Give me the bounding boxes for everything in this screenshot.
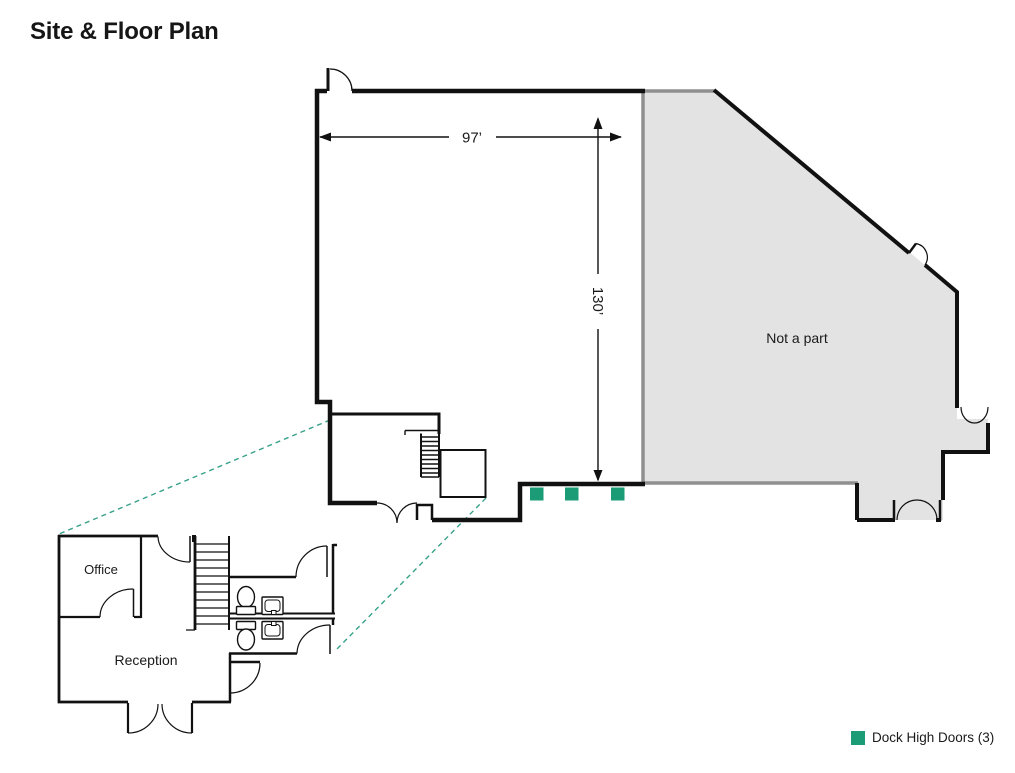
legend-label: Dock High Doors (3) (872, 730, 995, 745)
dock-door-marker (611, 487, 625, 501)
callout-line-upper (58, 419, 331, 535)
inset-staircase (186, 535, 230, 631)
dimension-width: 97’ (319, 130, 622, 147)
arrowhead-down (593, 470, 603, 482)
detail-floor-plan: Office Reception (57, 534, 337, 734)
bottom-double-door-arc (896, 499, 938, 521)
main-double-door-arcs (376, 502, 418, 524)
main-staircase (404, 429, 440, 478)
dock-door-marker (565, 487, 579, 501)
sink-basin (264, 599, 281, 612)
restroom-fixtures (235, 585, 284, 651)
office-partition-walls (330, 412, 441, 434)
dock-door-markers (530, 487, 625, 501)
dimension-height: 130’ (589, 117, 606, 482)
toilet-tank (235, 605, 257, 616)
corridor-door-arc (229, 662, 261, 694)
toilet-icon (236, 585, 256, 609)
storage-room (439, 449, 487, 498)
arrowhead-left (319, 132, 331, 142)
main-floor-plan (314, 68, 645, 524)
not-a-part-fill (643, 91, 988, 520)
toilet-icon (236, 628, 256, 651)
wall-stub (415, 503, 434, 520)
restrooms (228, 543, 337, 702)
reception-double-doors (126, 703, 194, 734)
reception-label: Reception (114, 652, 177, 668)
not-a-part-exterior-walls (712, 88, 990, 522)
dock-doors-legend-swatch (851, 730, 865, 745)
legend: Dock High Doors (3) (851, 730, 994, 745)
office-label: Office (84, 562, 118, 577)
callout-lines (58, 419, 487, 652)
not-a-part-region: Not a part (641, 88, 990, 522)
office-door-arc (99, 588, 134, 618)
sink-basin (264, 624, 281, 637)
top-entry-door-arc (329, 68, 353, 92)
side-double-door-arc (960, 406, 989, 424)
sink-faucet (271, 621, 277, 626)
office-room (59, 536, 143, 619)
not-a-part-label: Not a part (766, 330, 828, 346)
dock-door-marker (530, 487, 544, 501)
hall-top-door (157, 536, 191, 563)
page-title: Site & Floor Plan (30, 18, 219, 45)
arrowhead-right (610, 132, 622, 142)
main-exterior-walls (314, 88, 645, 523)
dimension-height-label: 130’ (589, 287, 606, 315)
restroom-upper-door-arc (295, 545, 328, 578)
sink-faucet (271, 610, 277, 615)
restroom-lower-door-arc (296, 624, 331, 654)
arrowhead-up (593, 117, 603, 129)
dimension-width-label: 97’ (462, 130, 482, 147)
legend-swatch (851, 730, 865, 745)
hall-door-arc (157, 536, 191, 563)
